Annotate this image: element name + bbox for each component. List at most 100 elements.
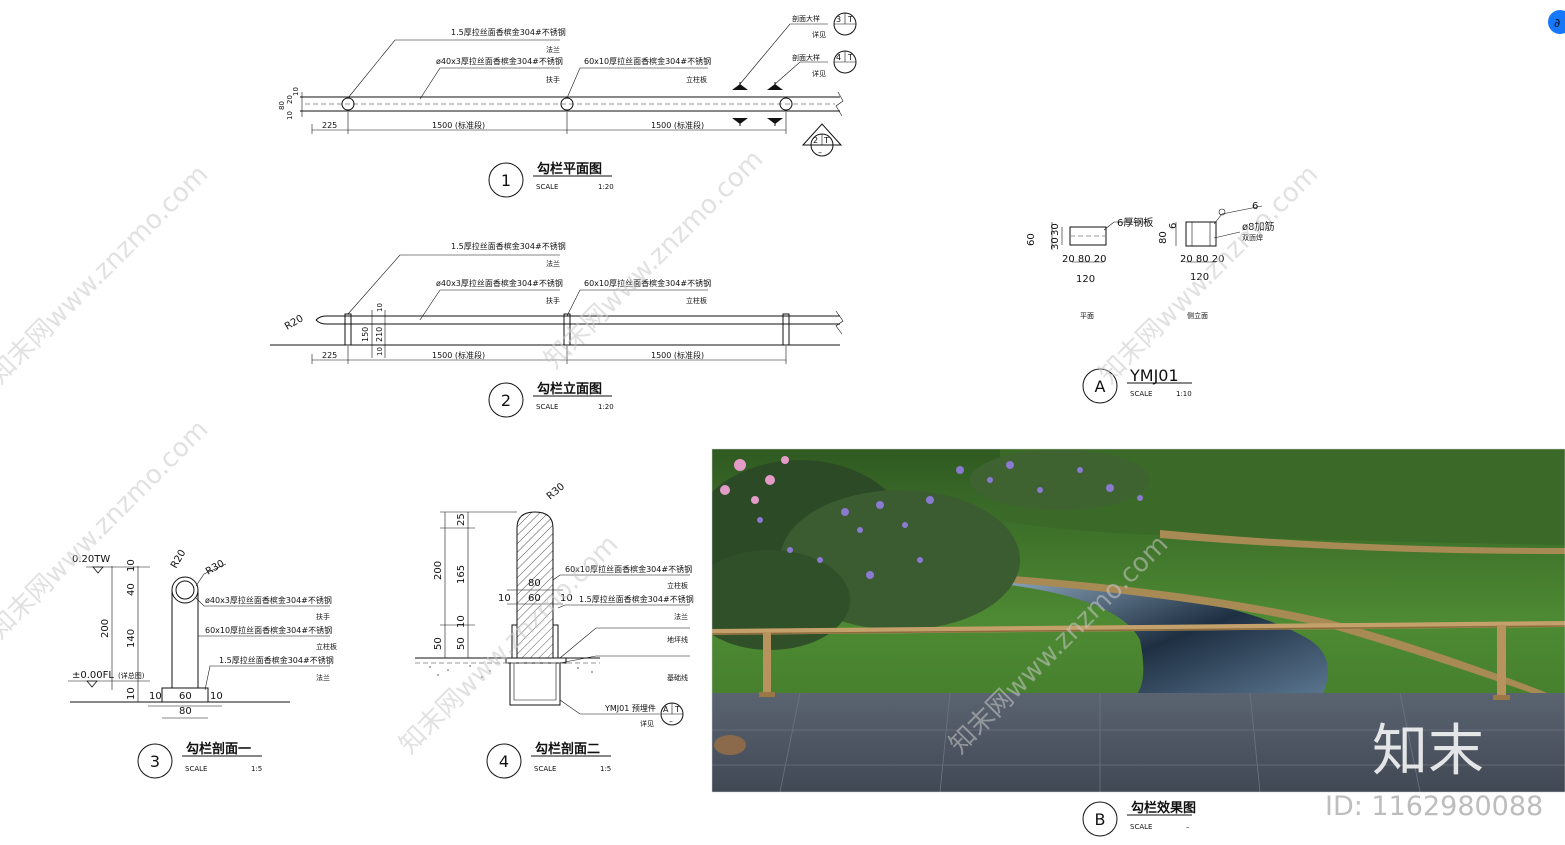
elev-radius: R20	[283, 313, 306, 332]
sec1-callout-flange: 1.5厚拉丝面香槟金304#不锈钢	[219, 655, 334, 665]
sec2-dim-80: 80	[528, 578, 541, 589]
elev-dim-225: 225	[322, 351, 337, 360]
plan-dim-v3: 20	[286, 95, 294, 104]
plan-callout-handrail: ø40x3厚拉丝面香槟金304#不锈钢	[436, 56, 563, 66]
elev-callout-handrail-sub: 扶手	[546, 296, 560, 305]
watermark-1: 知末网www.znzmo.com	[0, 159, 214, 390]
sec1-callout-handrail-sub: 扶手	[316, 612, 330, 621]
plan-callout-post-sub: 立柱板	[686, 75, 707, 84]
sec1-title-bubble	[137, 743, 173, 779]
embed-plan-30a: 30	[1050, 223, 1061, 236]
sec2-dim-10b: 10	[560, 593, 573, 604]
sec1-callout-post-sub: 立柱板	[316, 642, 337, 651]
embed-title-letter: A	[1095, 377, 1106, 396]
sec1-level-base: ±0.00FL	[72, 670, 114, 681]
sec1-radius-a: R20	[169, 548, 188, 571]
elev-dim-10a: 10	[376, 303, 384, 312]
sec2-callout-post: 60x10厚拉丝面香槟金304#不锈钢	[565, 564, 692, 574]
sec1-dim-10b: 10	[126, 687, 137, 700]
plan-section-ref-2-label: 剖面大样	[792, 53, 820, 62]
embed-scale-label: SCALE	[1130, 390, 1152, 398]
plan-dim-span-2: 1500 (标准段)	[651, 120, 704, 130]
watermark-4: 知末网www.znzmo.com	[0, 414, 214, 645]
plan-ref-num: 2	[813, 136, 818, 145]
render-scale: –	[1186, 823, 1190, 831]
plan-ref-dash: –	[818, 148, 822, 157]
plan-dim-v4: 10	[292, 87, 300, 96]
sec2-ref-letter: A	[663, 705, 669, 714]
sec1-title-num: 3	[150, 752, 160, 771]
elev-dim-span-1: 1500 (标准段)	[432, 350, 485, 360]
sec1-dim-140: 140	[126, 629, 137, 648]
sec1-callout-post: 60x10厚拉丝面香槟金304#不锈钢	[205, 625, 332, 635]
elev-title-num: 2	[501, 391, 511, 410]
embed-plan-60: 60	[1026, 233, 1037, 246]
sec1-callout-flange-sub: 法兰	[316, 673, 330, 682]
plan-scale-label: SCALE	[536, 183, 558, 191]
plan-dim-v2: 10	[286, 111, 294, 120]
embed-side-6: 6	[1168, 223, 1179, 229]
plan-callout-post: 60x10厚拉丝面香槟金304#不锈钢	[584, 56, 711, 66]
elev-dim-210: 210	[375, 327, 384, 342]
sec2-title-num: 4	[499, 752, 509, 771]
embed-plan-30b: 30	[1050, 237, 1061, 250]
embed-side-dims: 20 80 20	[1180, 254, 1225, 265]
elev-dim-150: 150	[361, 327, 370, 342]
plan-drawing: 1.5厚拉丝面香槟金304#不锈钢 法兰 ø40x3厚拉丝面香槟金304#不锈钢…	[278, 12, 857, 198]
plan-section-ref-1-sheet: T	[847, 15, 853, 24]
sec2-dim-25: 25	[456, 513, 467, 526]
sec2-ref-sub: 详见	[640, 719, 654, 728]
sec1-dim-60: 60	[179, 691, 192, 702]
embed-plan-120: 120	[1076, 274, 1095, 285]
sec2-callout-flange-sub: 法兰	[674, 612, 688, 621]
embed-scale: 1:10	[1176, 390, 1192, 398]
plan-section-ref-1-sub: 详见	[812, 30, 826, 39]
watermark-3: 知末网www.znzmo.com	[1094, 159, 1325, 390]
embed-title-bubble	[1082, 368, 1118, 404]
sec1-dim-80: 80	[179, 706, 192, 717]
plan-ref-sheet: T	[823, 136, 829, 145]
section-one-drawing: 0.20TW ±0.00FL (详总图) R20 R30 10 40 140 2…	[68, 548, 337, 779]
elev-dim-10b: 10	[376, 347, 384, 356]
sec1-level-base-note: (详总图)	[118, 671, 145, 680]
corner-link-button[interactable]: ∂	[1548, 10, 1565, 34]
sec2-ref-dash: –	[669, 717, 673, 726]
embed-side-6top: 6	[1252, 201, 1258, 212]
elev-callout-flange-sub: 法兰	[546, 259, 560, 268]
sec1-dim-10c: 10	[210, 691, 223, 702]
sec1-title: 勾栏剖面一	[186, 741, 251, 757]
sec2-title: 勾栏剖面二	[535, 741, 600, 757]
plan-title-bubble	[488, 162, 524, 198]
embed-side-120: 120	[1190, 272, 1209, 283]
railing-render: B 勾栏效果图 SCALE –	[711, 448, 1565, 837]
sec2-label-base: 基础线	[667, 673, 688, 682]
sec2-dim-10a: 10	[498, 593, 511, 604]
elevation-drawing: 1.5厚拉丝面香槟金304#不锈钢 法兰 ø40x3厚拉丝面香槟金304#不锈钢…	[270, 241, 844, 418]
sec1-radius-b: R30	[204, 558, 227, 577]
embed-side-rebar: ø8加筋	[1242, 220, 1274, 233]
elev-scale-label: SCALE	[536, 403, 558, 411]
plan-section-ref-1-label: 剖面大样	[792, 14, 820, 23]
plan-scale: 1:20	[598, 183, 614, 191]
sec2-callout-post-sub: 立柱板	[667, 581, 688, 590]
image-id: ID: 1162980088	[1325, 791, 1543, 822]
sec1-scale: 1:5	[251, 765, 262, 773]
section-two-drawing: R30 25 165 200 10 50 50 80 60 10 10 60x1…	[415, 481, 694, 779]
sec1-callout-handrail: ø40x3厚拉丝面香槟金304#不锈钢	[205, 595, 332, 605]
sec2-dim-10: 10	[456, 615, 467, 628]
sec2-dim-50a: 50	[433, 637, 444, 650]
plan-dim-v1: 80	[278, 101, 286, 110]
plan-callout-handrail-sub: 扶手	[546, 75, 560, 84]
brand-watermark: 知末	[1372, 719, 1484, 784]
plan-dim-span-1: 1500 (标准段)	[432, 120, 485, 130]
sec2-ref-label: YMJ01 预埋件	[604, 703, 656, 713]
sec1-dim-40: 40	[126, 583, 137, 596]
embed-plan-dims: 20 80 20	[1062, 254, 1107, 265]
plan-section-ref-2-sub: 详见	[812, 69, 826, 78]
plan-dim-225: 225	[322, 121, 337, 130]
elev-title-bubble	[488, 382, 524, 418]
embed-side-80: 80	[1158, 231, 1169, 244]
elev-title: 勾栏立面图	[537, 381, 602, 397]
embed-plan-plate: 6厚钢板	[1117, 216, 1153, 229]
